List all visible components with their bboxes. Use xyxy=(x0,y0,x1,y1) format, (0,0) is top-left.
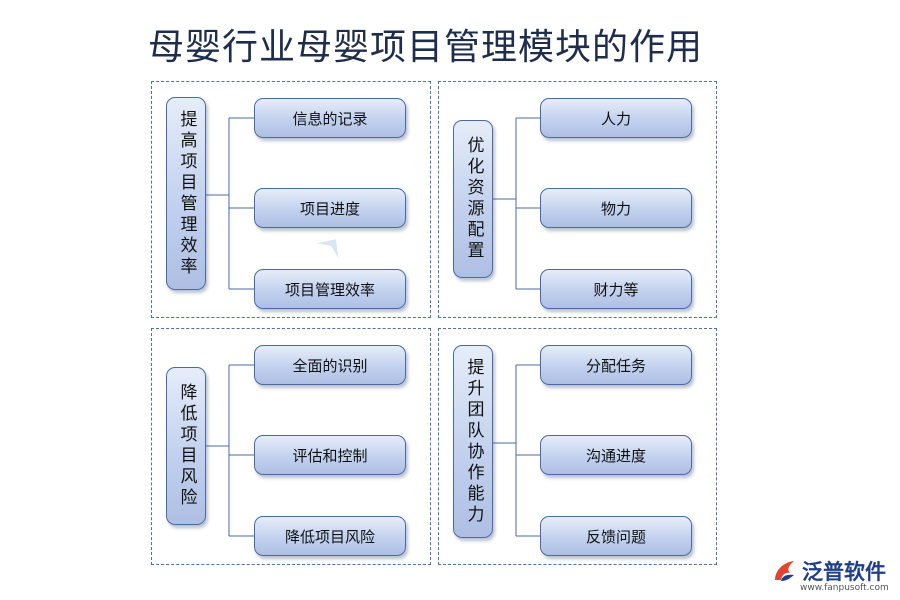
panel-resources xyxy=(438,81,717,318)
brand-logo[interactable]: 泛普软件 xyxy=(772,556,886,586)
leaf-info-record: 信息的记录 xyxy=(254,98,406,138)
leaf-feedback: 反馈问题 xyxy=(540,516,692,556)
leaf-reduce-risk: 降低项目风险 xyxy=(254,516,406,556)
root-node-risk: 降低项目风险 xyxy=(166,367,206,525)
panel-teamwork xyxy=(438,328,717,565)
panel-efficiency xyxy=(151,81,431,318)
brand-flame-icon xyxy=(775,561,794,581)
leaf-assess-control: 评估和控制 xyxy=(254,435,406,475)
root-node-efficiency: 提高项目管理效率 xyxy=(166,97,206,290)
brand-url: www.fanpusoft.com xyxy=(800,583,889,593)
leaf-project-progress: 项目进度 xyxy=(254,188,406,228)
leaf-finance: 财力等 xyxy=(540,269,692,309)
leaf-material: 物力 xyxy=(540,188,692,228)
leaf-manpower: 人力 xyxy=(540,98,692,138)
leaf-management-efficiency: 项目管理效率 xyxy=(254,269,406,309)
page-title: 母婴行业母婴项目管理模块的作用 xyxy=(148,27,704,68)
leaf-assign-tasks: 分配任务 xyxy=(540,345,692,385)
panel-risk xyxy=(151,328,431,565)
leaf-identification: 全面的识别 xyxy=(254,345,406,385)
brand-name: 泛普软件 xyxy=(802,560,886,584)
root-node-teamwork: 提升团队协作能力 xyxy=(453,345,493,538)
root-node-resources: 优化资源配置 xyxy=(453,120,493,278)
leaf-communicate-progress: 沟通进度 xyxy=(540,435,692,475)
